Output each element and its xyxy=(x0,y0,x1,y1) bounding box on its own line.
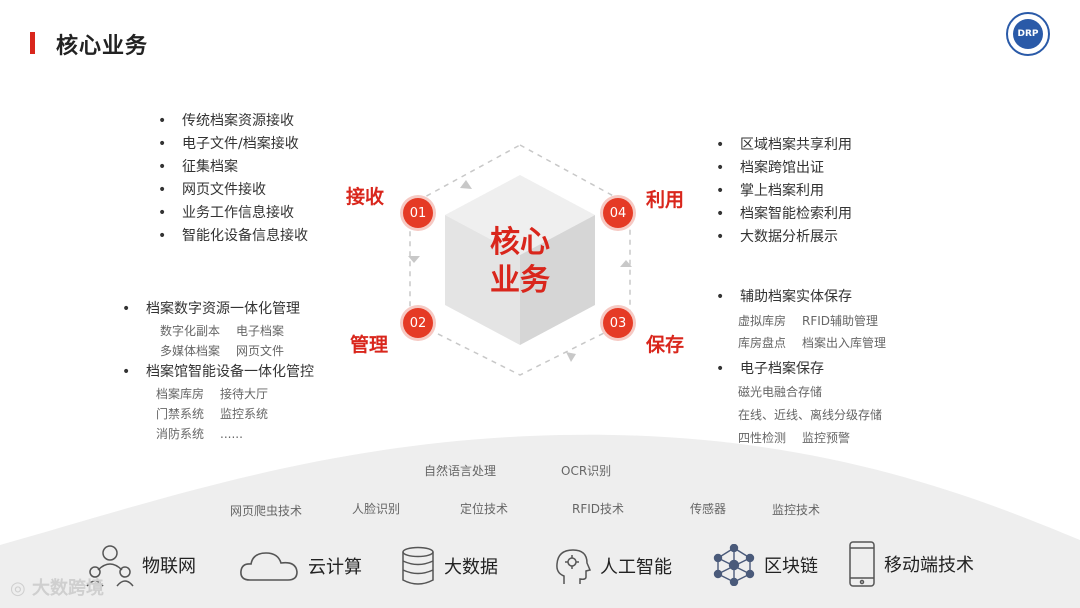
sub-item: 四性检测 xyxy=(738,427,786,450)
tech-label: 传感器 xyxy=(690,500,726,517)
bottom-item-blockchain: 区块链 xyxy=(712,544,818,586)
watermark: ◎ 大数跨境 xyxy=(10,574,104,600)
list-item: 档案馆智能设备一体化管控 xyxy=(122,361,314,384)
tech-label: 自然语言处理 xyxy=(424,462,496,479)
bottom-label: 云计算 xyxy=(308,553,362,579)
sub-item: 监控预警 xyxy=(802,427,850,450)
list-item: 辅助档案实体保存 xyxy=(716,286,902,309)
stage-label-manage: 管理 xyxy=(350,330,388,357)
sub-row: 消防系统...... xyxy=(156,424,314,444)
stage-label-receive: 接收 xyxy=(346,182,384,209)
sub-row: 磁光电融合存储 xyxy=(738,381,902,404)
receive-list: 传统档案资源接收 电子文件/档案接收 征集档案 网页文件接收 业务工作信息接收 … xyxy=(158,110,308,248)
use-list: 区域档案共享利用 档案跨馆出证 掌上档案利用 档案智能检索利用 大数据分析展示 xyxy=(716,134,852,249)
tech-label: 监控技术 xyxy=(772,501,820,518)
list-item: 电子文件/档案接收 xyxy=(158,133,308,156)
list-item: 征集档案 xyxy=(158,156,308,179)
watermark-text: 大数跨境 xyxy=(32,578,104,599)
sub-row: 库房盘点档案出入库管理 xyxy=(738,332,902,354)
sub-row: 虚拟库房 RFID辅助管理 xyxy=(738,310,902,332)
bottom-item-mobile: 移动端技术 xyxy=(848,540,974,588)
cloud-icon xyxy=(238,548,300,584)
watermark-logo-icon: ◎ xyxy=(10,578,26,599)
list-item: 档案数字资源一体化管理 xyxy=(122,298,314,321)
stage-label-use: 利用 xyxy=(646,185,684,212)
preserve-group-2-subs: 磁光电融合存储 在线、近线、离线分级存储 四性检测监控预警 xyxy=(716,381,902,450)
blockchain-icon xyxy=(712,544,756,586)
manage-group-1: 档案数字资源一体化管理 xyxy=(122,298,314,321)
stage-circle-03: 03 xyxy=(603,308,633,338)
preserve-group-2: 电子档案保存 xyxy=(716,358,902,381)
stage-label-preserve: 保存 xyxy=(646,330,684,357)
list-item: 掌上档案利用 xyxy=(716,180,852,203)
bottom-label: 大数据 xyxy=(444,553,498,579)
bottom-item-ai: 人工智能 xyxy=(552,546,672,586)
sub-item: RFID辅助管理 xyxy=(802,310,878,332)
sub-item: ...... xyxy=(220,424,243,444)
sub-item: 电子档案 xyxy=(236,321,284,341)
tech-label: RFID技术 xyxy=(572,500,624,517)
bottom-label: 人工智能 xyxy=(600,553,672,579)
tech-label: 网页爬虫技术 xyxy=(230,502,302,519)
sub-item: 档案库房 xyxy=(156,384,204,404)
list-item: 区域档案共享利用 xyxy=(716,134,852,157)
mobile-phone-icon xyxy=(848,540,876,588)
stage-circle-01: 01 xyxy=(403,198,433,228)
list-item: 档案跨馆出证 xyxy=(716,157,852,180)
center-title: 核心 业务 xyxy=(470,224,570,300)
list-item: 业务工作信息接收 xyxy=(158,202,308,225)
manage-group-2: 档案馆智能设备一体化管控 xyxy=(122,361,314,384)
list-item: 大数据分析展示 xyxy=(716,226,852,249)
sub-item: 门禁系统 xyxy=(156,404,204,424)
bottom-label: 移动端技术 xyxy=(884,551,974,577)
sub-item: 消防系统 xyxy=(156,424,204,444)
sub-row: 多媒体档案网页文件 xyxy=(160,341,314,361)
list-item: 电子档案保存 xyxy=(716,358,902,381)
bottom-item-bigdata: 大数据 xyxy=(400,546,498,586)
ai-head-icon xyxy=(552,546,592,586)
sub-item: 档案出入库管理 xyxy=(802,332,886,354)
center-line-2: 业务 xyxy=(470,262,570,300)
sub-item: 数字化副本 xyxy=(160,321,220,341)
arrow-left-icon xyxy=(460,180,472,189)
preserve-group-1: 辅助档案实体保存 xyxy=(716,286,902,309)
tech-label: OCR识别 xyxy=(561,462,611,479)
sub-item: 监控系统 xyxy=(220,404,268,424)
list-item: 网页文件接收 xyxy=(158,179,308,202)
list-item: 智能化设备信息接收 xyxy=(158,225,308,248)
preserve-group-1-subs: 虚拟库房 RFID辅助管理 库房盘点档案出入库管理 xyxy=(716,310,902,354)
stage-circle-04: 04 xyxy=(603,198,633,228)
sub-item: 库房盘点 xyxy=(738,332,786,354)
sub-item: 接待大厅 xyxy=(220,384,268,404)
arrow-right-icon xyxy=(566,352,576,362)
bottom-label: 区块链 xyxy=(764,552,818,578)
bottom-label: 物联网 xyxy=(142,552,196,578)
sub-item: 磁光电融合存储 xyxy=(738,381,822,404)
sub-row: 四性检测监控预警 xyxy=(738,427,902,450)
sub-item: 多媒体档案 xyxy=(160,341,220,361)
list-item: 档案智能检索利用 xyxy=(716,203,852,226)
database-icon xyxy=(400,546,436,586)
stage-circle-02: 02 xyxy=(403,308,433,338)
sub-row: 在线、近线、离线分级存储 xyxy=(738,404,902,427)
sub-row: 门禁系统监控系统 xyxy=(156,404,314,424)
manage-group-1-subs: 数字化副本电子档案 多媒体档案网页文件 xyxy=(122,321,314,361)
sub-row: 数字化副本电子档案 xyxy=(160,321,314,341)
manage-group-2-subs: 档案库房接待大厅 门禁系统监控系统 消防系统...... xyxy=(122,384,314,444)
center-line-1: 核心 xyxy=(470,224,570,262)
sub-item: 在线、近线、离线分级存储 xyxy=(738,404,882,427)
sub-item: 虚拟库房 xyxy=(738,310,786,332)
tech-label: 定位技术 xyxy=(460,500,508,517)
sub-item: 网页文件 xyxy=(236,341,284,361)
sub-row: 档案库房接待大厅 xyxy=(156,384,314,404)
list-item: 传统档案资源接收 xyxy=(158,110,308,133)
bottom-item-cloud: 云计算 xyxy=(238,548,362,584)
tech-label: 人脸识别 xyxy=(352,500,400,517)
